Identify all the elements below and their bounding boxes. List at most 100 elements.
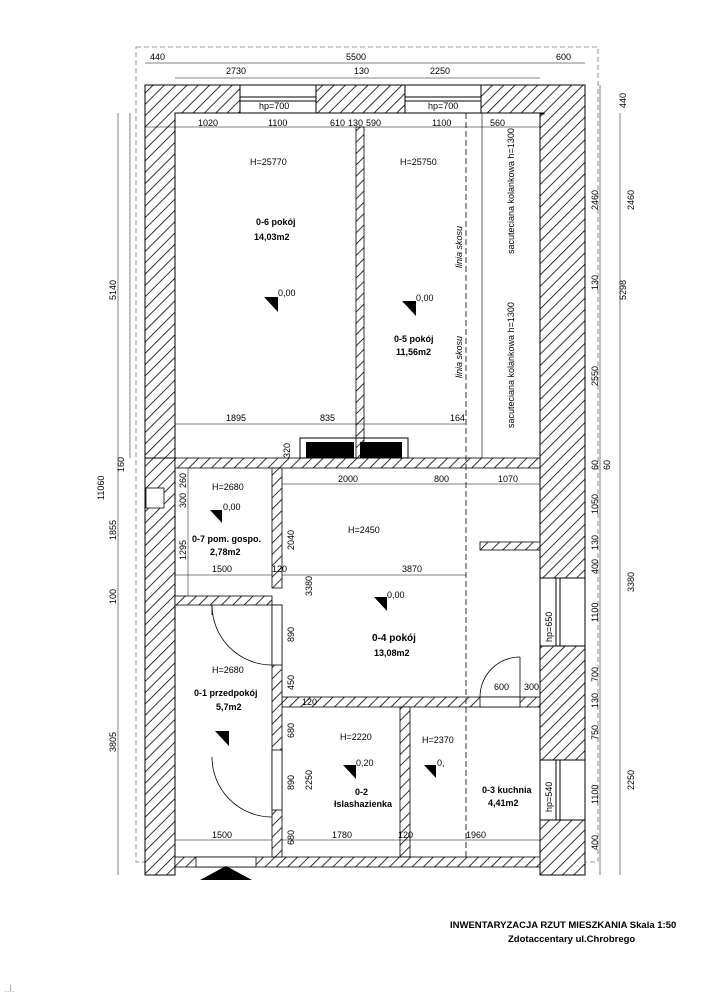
- window-height-4: hp=540: [544, 782, 554, 812]
- svg-text:600: 600: [494, 682, 509, 692]
- svg-text:3870: 3870: [402, 564, 422, 574]
- room-07-name: 0-7 pom. gospo.: [192, 534, 261, 544]
- svg-text:11060: 11060: [96, 476, 106, 500]
- svg-text:2730: 2730: [226, 66, 246, 76]
- room-02-name2: łslashazienka: [334, 799, 393, 809]
- svg-text:320: 320: [282, 443, 292, 458]
- svg-text:130: 130: [590, 693, 600, 708]
- room-03-name: 0-3 kuchnia: [482, 785, 533, 795]
- chimney-right: [360, 442, 402, 458]
- room-05: H=25750 0,00 0-5 pokój 11,56m2: [394, 157, 437, 357]
- svg-text:2250: 2250: [626, 770, 636, 790]
- dims-misc: 1895 835 164 320 160 60 2000 800 1070 15…: [116, 413, 612, 845]
- slope-label-2: linia skosu: [454, 336, 464, 378]
- drawing-title: INWENTARYZACJA RZUT MIESZKANIA Skala 1:5…: [450, 920, 677, 931]
- svg-text:100: 100: [108, 589, 118, 604]
- svg-text:2460: 2460: [590, 190, 600, 210]
- room-02-level: 0,20: [356, 758, 374, 768]
- svg-text:5500: 5500: [346, 52, 366, 62]
- svg-text:400: 400: [590, 835, 600, 850]
- room-04-area: 13,08m2: [374, 648, 410, 658]
- svg-text:890: 890: [286, 627, 296, 642]
- doors: [145, 487, 521, 868]
- level-marker-icon: [215, 731, 229, 746]
- svg-text:1895: 1895: [226, 413, 246, 423]
- svg-text:2000: 2000: [338, 474, 358, 484]
- room-07-area: 2,78m2: [210, 547, 241, 557]
- chimney-left: [306, 442, 354, 458]
- window-height-3: hp=650: [544, 612, 554, 642]
- svg-text:5140: 5140: [108, 280, 118, 300]
- svg-text:700: 700: [590, 667, 600, 682]
- svg-text:2250: 2250: [304, 770, 314, 790]
- svg-text:300: 300: [524, 682, 539, 692]
- watermark: ..l.: [4, 984, 15, 995]
- kneewall-label-2: sacuteciana kolankowa h=1300: [506, 302, 516, 428]
- room-01-name: 0-1 przedpokój: [194, 688, 258, 698]
- room-04-height: H=2450: [348, 525, 380, 535]
- svg-text:2460: 2460: [626, 190, 636, 210]
- room-05-height: H=25750: [400, 157, 437, 167]
- room-05-level: 0,00: [416, 293, 434, 303]
- svg-text:164: 164: [450, 413, 465, 423]
- room-01-area: 5,7m2: [216, 702, 242, 712]
- room-02-name: 0-2: [355, 787, 368, 797]
- slope-label-1: linia skosu: [454, 226, 464, 268]
- interior-walls: [174, 126, 541, 868]
- svg-text:600: 600: [556, 52, 571, 62]
- svg-text:60: 60: [602, 460, 612, 470]
- room-04: H=2450 0,00 0-4 pokój 13,08m2: [348, 525, 416, 658]
- level-marker-icon: [402, 301, 416, 316]
- svg-text:560: 560: [490, 118, 505, 128]
- svg-text:120: 120: [302, 697, 317, 707]
- room-01-height: H=2680: [212, 665, 244, 675]
- svg-text:300: 300: [178, 493, 188, 508]
- room-06-name: 0-6 pokój: [256, 217, 296, 227]
- svg-text:750: 750: [590, 725, 600, 740]
- svg-text:1960: 1960: [466, 830, 486, 840]
- svg-text:130: 130: [590, 535, 600, 550]
- dims-left: 5140 11060 1855 100 3805 260 300 1295: [96, 280, 188, 752]
- svg-text:2550: 2550: [590, 366, 600, 386]
- svg-text:800: 800: [434, 474, 449, 484]
- svg-text:1100: 1100: [432, 118, 451, 128]
- room-06: H=25770 0-6 pokój 14,03m2 0,00: [250, 157, 296, 312]
- svg-text:440: 440: [150, 52, 165, 62]
- room-04-level: 0,00: [387, 590, 405, 600]
- svg-text:400: 400: [590, 559, 600, 574]
- svg-text:130: 130: [590, 275, 600, 290]
- svg-text:2040: 2040: [286, 530, 296, 550]
- level-marker-icon: [424, 765, 436, 778]
- svg-text:1295: 1295: [178, 540, 188, 560]
- svg-text:450: 450: [286, 675, 296, 690]
- level-marker-icon: [343, 765, 356, 779]
- room-04-name: 0-4 pokój: [372, 633, 416, 644]
- room-02-height: H=2220: [340, 732, 372, 742]
- kneewall-label-1: sacuteciana kolankowa h=1300: [506, 128, 516, 254]
- outer-walls: [144, 84, 586, 876]
- room-03-height: H=2370: [422, 735, 454, 745]
- room-06-height: H=25770: [250, 157, 287, 167]
- room-05-area: 11,56m2: [396, 347, 431, 357]
- svg-text:1070: 1070: [498, 474, 518, 484]
- svg-text:60: 60: [590, 460, 600, 470]
- svg-text:680: 680: [286, 830, 296, 845]
- drawing-subtitle: Zdotaccentary ul.Chrobrego: [508, 934, 636, 945]
- level-marker-icon: [264, 297, 278, 312]
- svg-text:3805: 3805: [108, 732, 118, 752]
- room-01: H=2680 0-1 przedpokój 5,7m2: [194, 665, 258, 746]
- dims-top: 440 5500 600 2730 130 2250 1020 1100 610…: [150, 52, 571, 128]
- svg-text:1100: 1100: [590, 603, 600, 622]
- room-06-level: 0,00: [278, 288, 296, 298]
- svg-text:1020: 1020: [198, 118, 218, 128]
- room-03-level: 0,: [437, 758, 445, 768]
- svg-text:590: 590: [366, 118, 381, 128]
- svg-text:440: 440: [618, 93, 628, 108]
- svg-text:130: 130: [354, 66, 369, 76]
- svg-text:120: 120: [272, 564, 287, 574]
- window-height-1: hp=700: [259, 101, 289, 111]
- svg-text:1500: 1500: [212, 830, 232, 840]
- room-03: H=2370 0, 0-3 kuchnia 4,41m2: [422, 735, 533, 808]
- svg-text:890: 890: [286, 775, 296, 790]
